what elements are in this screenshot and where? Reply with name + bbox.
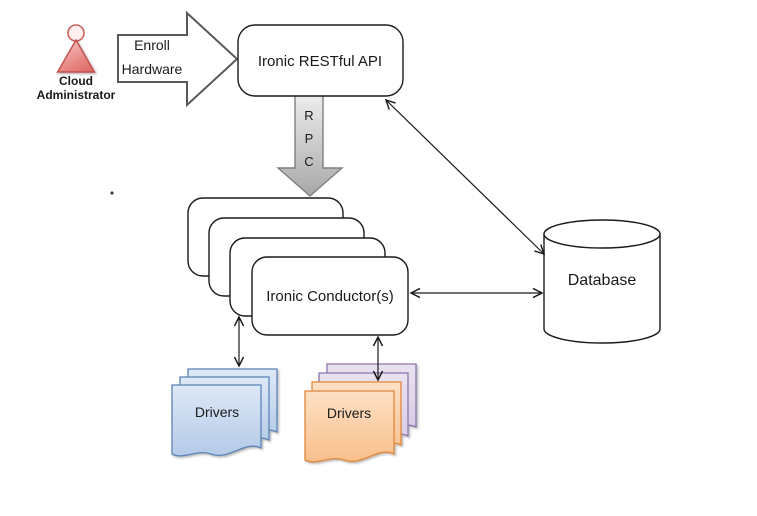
conductor-box-label: Ironic Conductor(s)	[266, 288, 394, 305]
drivers-stack-blue: Drivers	[171, 368, 278, 457]
drivers-blue-label: Drivers	[195, 404, 239, 420]
api-box-shape	[237, 24, 404, 97]
block-arrow-down-shape	[276, 91, 344, 197]
ironic-conductors-stack: Ironic Conductor(s)	[187, 197, 409, 336]
rpc-arrow: R P C	[276, 91, 344, 197]
actor-label-line2: Administrator	[37, 88, 116, 102]
rpc-letter-p: P	[305, 131, 314, 146]
api-box-label: Ironic RESTful API	[258, 53, 382, 70]
ironic-restful-api-box: Ironic RESTful API	[237, 24, 404, 97]
database-body-shape	[543, 233, 661, 344]
database-cylinder: Database	[543, 219, 661, 344]
rpc-letter-r: R	[304, 108, 313, 123]
enroll-arrow-label-line2: Hardware	[122, 61, 183, 77]
drivers-stack-orange: Drivers	[304, 363, 417, 463]
database-top-shape	[543, 219, 661, 249]
enroll-arrow-label-line1: Enroll	[134, 37, 170, 53]
enroll-hardware-arrow: Enroll Hardware	[117, 10, 239, 108]
actor-label-line1: Cloud	[59, 74, 93, 88]
blue-doc-front	[171, 384, 262, 457]
actor-body-icon	[56, 38, 96, 73]
database-label: Database	[568, 272, 637, 289]
conductor-box-front	[251, 256, 409, 336]
api-database-arrow	[384, 98, 546, 256]
block-arrow-right-shape	[117, 10, 239, 108]
cloud-administrator-actor: Cloud Administrator	[37, 24, 116, 102]
actor-head-icon	[67, 24, 85, 42]
orange-doc-front	[304, 390, 395, 463]
stray-dot	[110, 191, 114, 195]
drivers-orange-label: Drivers	[327, 405, 371, 421]
rpc-letter-c: C	[304, 154, 313, 169]
